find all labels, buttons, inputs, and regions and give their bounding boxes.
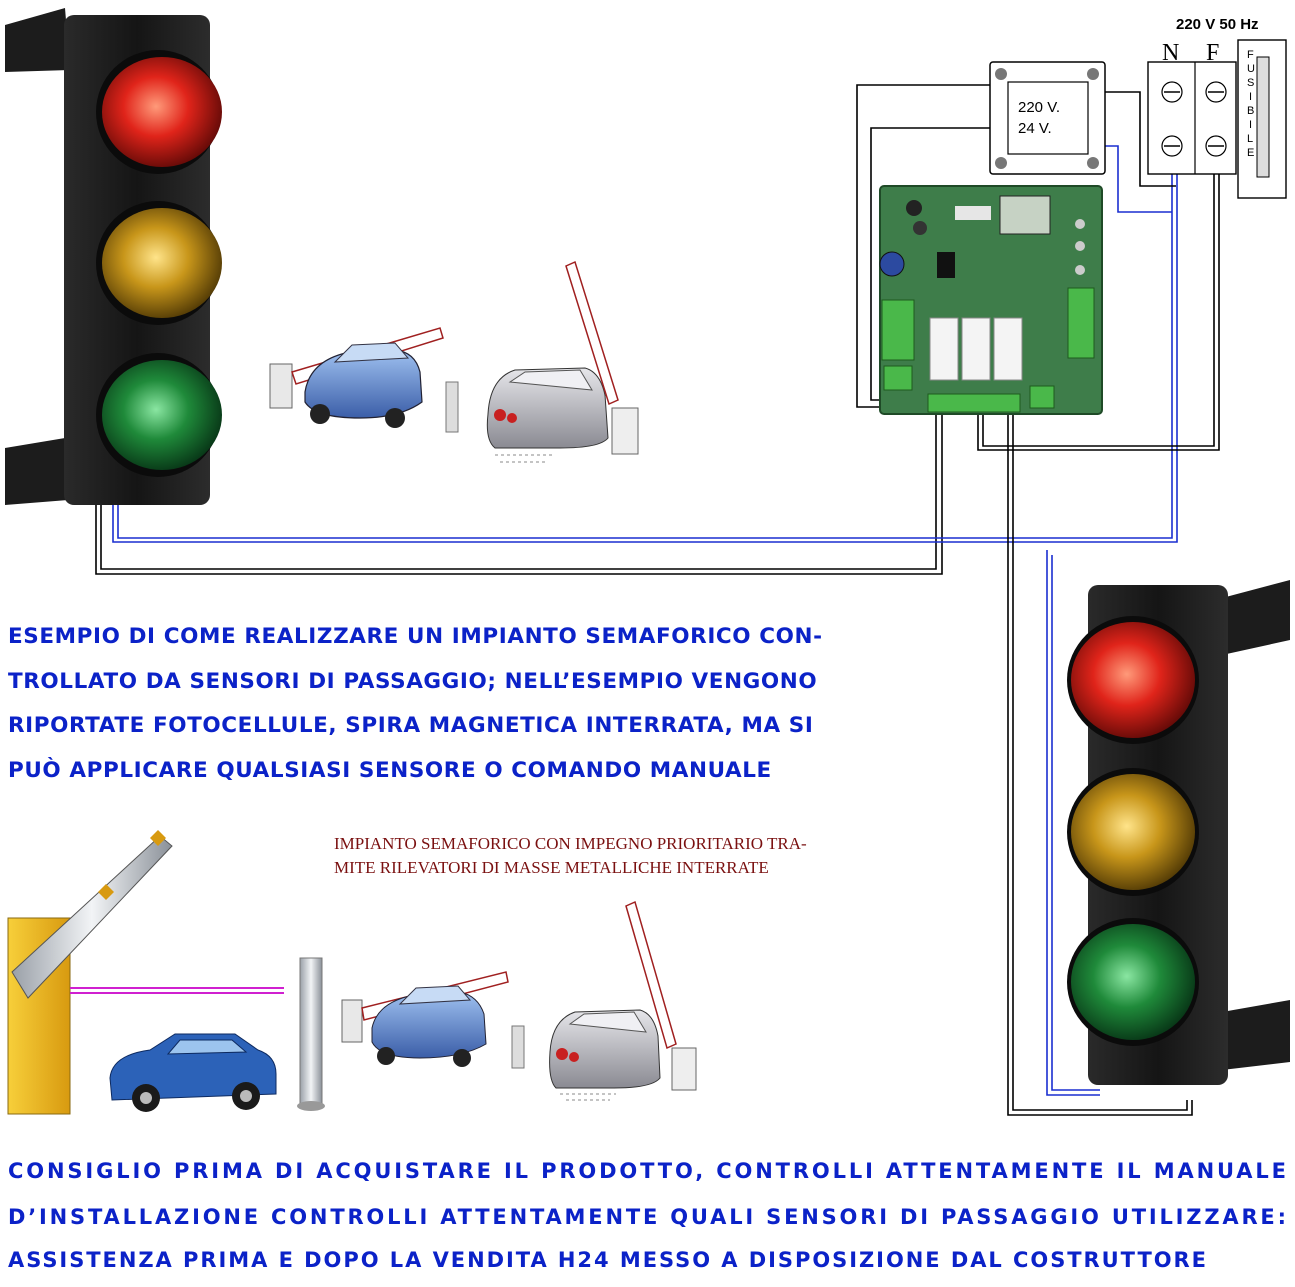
fuse-letter: U [1247,63,1255,75]
fuse: F U S I B I L E [1237,39,1287,199]
mounting-bracket-bottom [5,438,68,505]
barrier-arm-raised [565,260,619,406]
barrier-post [611,407,639,455]
fuse-letter: F [1247,49,1254,61]
description-text: ESEMPIO DI COME REALIZZARE UN IMPIANTO S… [8,624,823,783]
button [1075,219,1085,229]
car-blue [304,342,423,428]
caption-line: MITE RILEVATORI DI MASSE METALLICHE INTE… [334,858,769,877]
capacitor [906,200,922,216]
fuse-letter: B [1247,105,1254,117]
button [1075,241,1085,251]
terminal-block [1029,385,1055,409]
boom-reflector [98,884,114,900]
terminal-block [883,365,913,391]
barrier-boom [11,835,173,999]
car-sedan-blue [109,1033,277,1112]
mounting-bracket-top [1222,580,1290,655]
photocell-post [445,381,459,433]
power-terminal-block: 220 V 50 Hz N F [1147,16,1259,175]
fuse-letter: I [1249,91,1252,103]
car-blue-small [371,985,487,1067]
red-lamp [1071,622,1195,738]
terminal-block [927,393,1021,413]
mounting-bracket-top [5,8,70,72]
neutral-label: N [1162,40,1179,66]
scene-bottom [7,830,697,1115]
description-line: ESEMPIO DI COME REALIZZARE UN IMPIANTO S… [8,624,823,649]
advice-line: CONSIGLIO PRIMA DI ACQUISTARE IL PRODOTT… [8,1159,1286,1183]
fuse-letter: L [1247,133,1253,145]
photocell-column [299,957,323,1107]
car-grey-small [549,1009,661,1089]
photocell-post [511,1025,525,1069]
control-board [879,185,1103,415]
description-line: RIPORTATE FOTOCELLULE, SPIRA MAGNETICA I… [8,713,813,738]
ground-loop [495,454,555,463]
scene-top [269,260,639,463]
connector [937,252,955,278]
caption-text: IMPIANTO SEMAFORICO CON IMPEGNO PRIORITA… [334,834,807,877]
transformer: 220 V. 24 V. [989,61,1106,175]
advice-line: D’INSTALLAZIONE CONTROLLI ATTENTAMENTE Q… [8,1205,1286,1229]
traffic-light-right [1067,580,1290,1085]
fuse-letter: S [1247,77,1254,89]
fuse-letter: I [1249,119,1252,131]
button [1075,265,1085,275]
fuse-letter: E [1247,147,1254,159]
transformer-input-voltage: 220 V. [1018,99,1060,116]
terminal-screw-icon [1161,81,1227,157]
terminal-block [1067,287,1095,359]
boom-reflector [150,830,166,846]
photocell-post [269,363,293,409]
description-line: PUÒ APPLICARE QUALSIASI SENSORE O COMAND… [8,757,772,783]
terminal-block [881,299,915,361]
advice-text: CONSIGLIO PRIMA DI ACQUISTARE IL PRODOTT… [8,1159,1286,1272]
capacitor [913,221,927,235]
barrier-arm-raised [625,900,677,1050]
wiring [95,84,1220,1116]
fuse-label: F U S I B I L E [1247,49,1255,159]
chip [955,206,991,220]
amber-lamp [1071,774,1195,890]
capacitor [879,251,905,277]
ground-loop [560,1093,616,1101]
car-grey [486,367,609,449]
amber-lamp [102,208,222,318]
photocell-post [341,999,363,1043]
mounting-bracket-bottom [1222,1000,1290,1070]
traffic-light-left [5,8,222,505]
description-line: TROLLATO DA SENSORI DI PASSAGGIO; NELL’E… [8,669,817,694]
red-lamp [102,57,222,167]
green-lamp [1071,924,1195,1040]
advice-line: ASSISTENZA PRIMA E DOPO LA VENDITA H24 M… [8,1248,1206,1272]
supply-voltage-label: 220 V 50 Hz [1176,16,1259,33]
barrier-post [671,1047,697,1091]
lcd-display [999,195,1051,235]
green-lamp [102,360,222,470]
transformer-output-voltage: 24 V. [1018,120,1052,137]
phase-label: F [1206,40,1219,66]
relays [929,317,1023,381]
caption-line: IMPIANTO SEMAFORICO CON IMPEGNO PRIORITA… [334,834,807,853]
